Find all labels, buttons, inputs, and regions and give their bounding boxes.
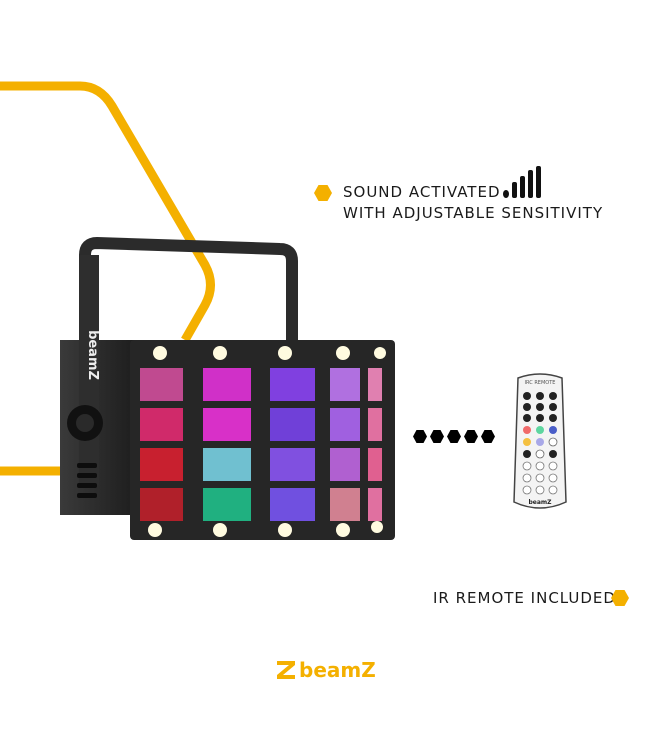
- sound-level-bars-icon: [503, 166, 544, 198]
- footer-logo-text: beamZ: [299, 658, 376, 682]
- svg-text:IRC REMOTE: IRC REMOTE: [525, 380, 556, 386]
- svg-text:beamZ: beamZ: [528, 499, 552, 506]
- hexagon-bullet-icon: [314, 185, 332, 201]
- product-image-ir-remote: IRC REMOTE beamZ: [510, 372, 570, 512]
- feature-sound-line1: SOUND ACTIVATED: [343, 183, 501, 201]
- hexagon-dots-connector: [413, 428, 498, 447]
- led-fixture-illustration: beamZ: [60, 236, 395, 540]
- beamz-logo-mark-icon: [277, 661, 295, 679]
- bracket-brand-text: beamZ: [85, 330, 100, 380]
- footer-logo: beamZ: [277, 658, 376, 682]
- remote-illustration: IRC REMOTE beamZ: [513, 373, 567, 509]
- product-image-led-light: beamZ: [55, 235, 400, 545]
- feature-sound-line2: WITH ADJUSTABLE SENSITIVITY: [343, 204, 604, 222]
- hexagon-bullet-icon-remote: [611, 590, 629, 606]
- feature-remote-label: IR REMOTE INCLUDED: [433, 589, 616, 607]
